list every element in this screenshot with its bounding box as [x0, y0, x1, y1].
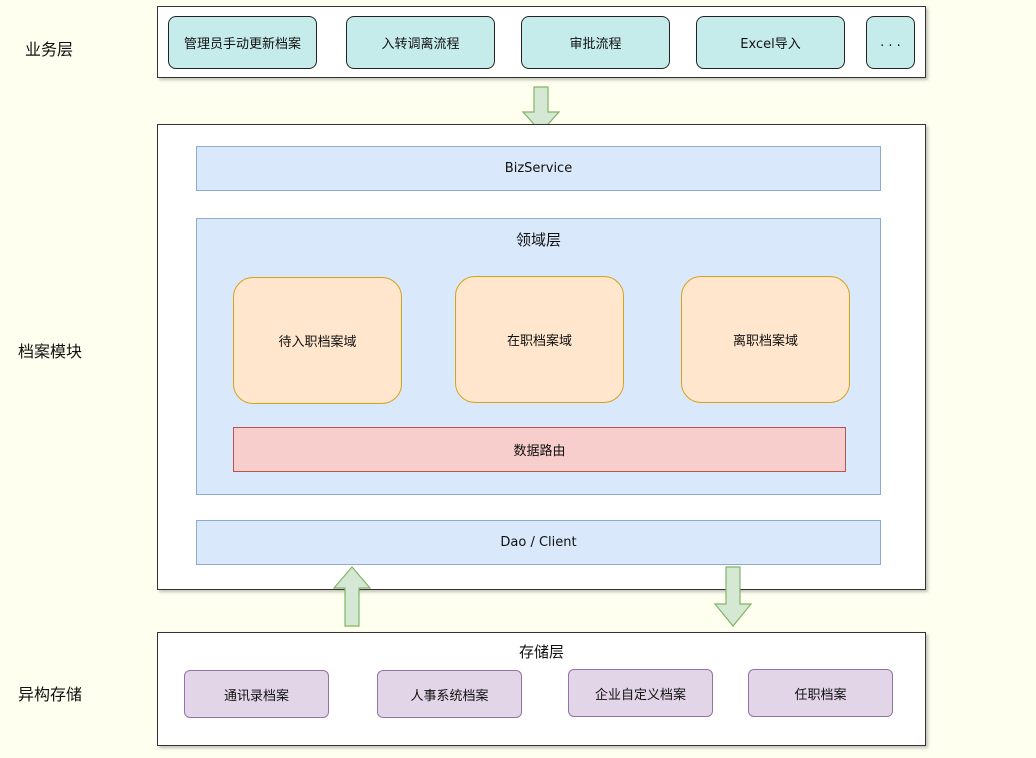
storage-item-custom[interactable]: 企业自定义档案: [568, 669, 713, 717]
storage-item-hr-system[interactable]: 人事系统档案: [377, 670, 522, 718]
business-item-more[interactable]: . . .: [866, 16, 915, 69]
business-item-onboarding-flow[interactable]: 入转调离流程: [346, 16, 495, 69]
domain-resigned[interactable]: 离职档案域: [681, 276, 850, 403]
storage-item-position[interactable]: 任职档案: [748, 669, 893, 717]
heterogeneous-storage-label: 异构存储: [18, 685, 83, 704]
business-item-manual-update[interactable]: 管理员手动更新档案: [168, 16, 317, 69]
down-arrow-to-archive-icon: [521, 86, 561, 133]
business-item-excel-import[interactable]: Excel导入: [696, 16, 845, 69]
data-routing-bar[interactable]: 数据路由: [233, 427, 846, 472]
archive-module-frame: BizService 领域层 待入职档案域 在职档案域 离职档案域 数据路由 D…: [157, 124, 926, 590]
down-arrow-to-storage-icon: [713, 566, 753, 627]
business-item-approval-flow[interactable]: 审批流程: [521, 16, 670, 69]
storage-item-contacts[interactable]: 通讯录档案: [184, 670, 329, 718]
domain-layer-panel: 领域层 待入职档案域 在职档案域 离职档案域 数据路由: [196, 218, 881, 495]
archive-module-label: 档案模块: [18, 342, 83, 361]
business-layer-frame: 管理员手动更新档案 入转调离流程 审批流程 Excel导入 . . .: [157, 6, 926, 78]
domain-layer-title: 领域层: [515, 231, 561, 249]
storage-layer-frame: 存储层 通讯录档案 人事系统档案 企业自定义档案 任职档案: [157, 632, 926, 746]
biz-service-bar[interactable]: BizService: [196, 146, 881, 191]
storage-layer-title: 存储层: [518, 643, 564, 661]
dao-client-bar[interactable]: Dao / Client: [196, 520, 881, 565]
business-layer-label: 业务层: [25, 40, 74, 59]
up-arrow-from-storage-icon: [332, 566, 372, 627]
domain-employed[interactable]: 在职档案域: [455, 276, 624, 403]
domain-pending-onboard[interactable]: 待入职档案域: [233, 277, 402, 404]
